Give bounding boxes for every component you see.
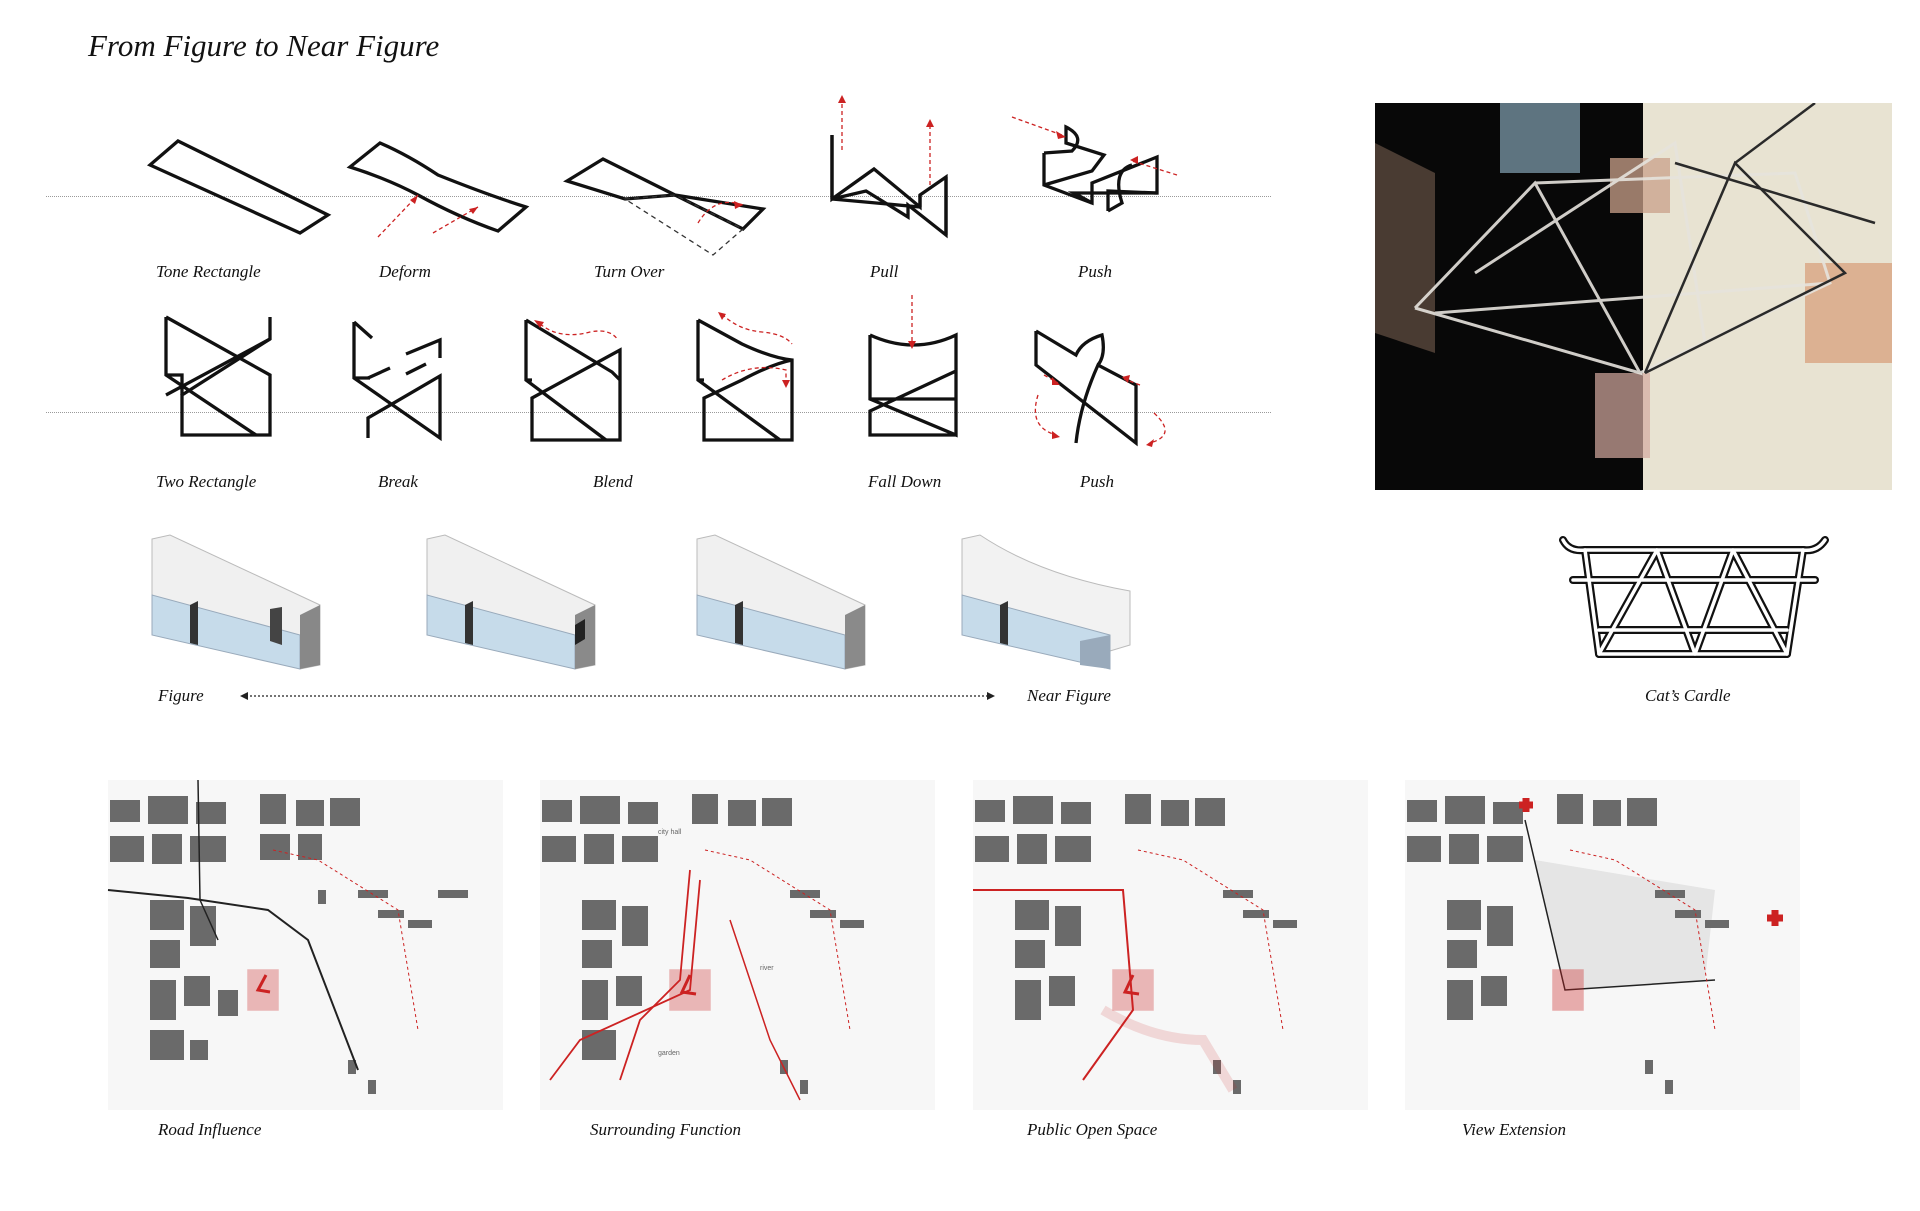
blend-diagram	[524, 318, 622, 442]
caption-view-extension: View Extension	[1462, 1120, 1567, 1139]
push-diagram-1	[1011, 116, 1178, 213]
massing-model-2	[426, 534, 596, 670]
massing-model-1	[151, 534, 321, 670]
massing-model-4	[961, 534, 1131, 670]
caption-cats-cardle: Cat’s Cardle	[1645, 686, 1731, 705]
push-diagram-2	[1034, 329, 1166, 447]
map-surrounding-function: city hall river garden	[540, 780, 935, 1110]
massing-model-3	[696, 534, 866, 670]
guide-line-row-2	[46, 412, 1271, 413]
garden-label: garden	[658, 1050, 680, 1057]
deform-diagram	[346, 141, 530, 238]
city-hall-label: city hall	[658, 829, 682, 836]
caption-turn-over: Turn Over	[594, 262, 665, 281]
caption-push-1: Push	[1078, 262, 1112, 281]
map-view-extension	[1405, 780, 1800, 1110]
caption-near-figure: Near Figure	[1027, 686, 1111, 705]
two-rectangle-diagram	[164, 315, 272, 437]
caption-two-rectangle: Two Rectangle	[156, 472, 257, 491]
caption-push-2: Push	[1080, 472, 1114, 491]
cats-cradle-painting	[1375, 103, 1892, 490]
caption-fall-down: Fall Down	[868, 472, 942, 491]
caption-public-open-space: Public Open Space	[1027, 1120, 1158, 1139]
pull-diagram	[830, 95, 948, 239]
page-title: From Figure to Near Figure	[88, 28, 440, 63]
caption-deform: Deform	[379, 262, 431, 281]
turn-over-diagram	[563, 157, 767, 256]
caption-tone-rectangle: Tone Rectangle	[156, 262, 261, 281]
caption-figure: Figure	[158, 686, 204, 705]
map-road-influence	[107, 779, 503, 1110]
cats-cardle-drawing	[1559, 536, 1829, 658]
blend-variant-diagram	[696, 312, 794, 442]
caption-break: Break	[378, 472, 418, 491]
caption-road-influence: Road Influence	[158, 1120, 262, 1139]
fall-down-diagram	[868, 295, 958, 438]
caption-pull: Pull	[870, 262, 899, 281]
map-public-open-space	[973, 780, 1368, 1110]
caption-surrounding-function: Surrounding Function	[590, 1120, 741, 1139]
break-diagram	[352, 320, 442, 442]
caption-blend: Blend	[593, 472, 633, 491]
tone-rectangle-diagram	[146, 139, 332, 235]
river-label: river	[760, 965, 774, 972]
figure-to-near-figure-arrow	[240, 692, 995, 700]
